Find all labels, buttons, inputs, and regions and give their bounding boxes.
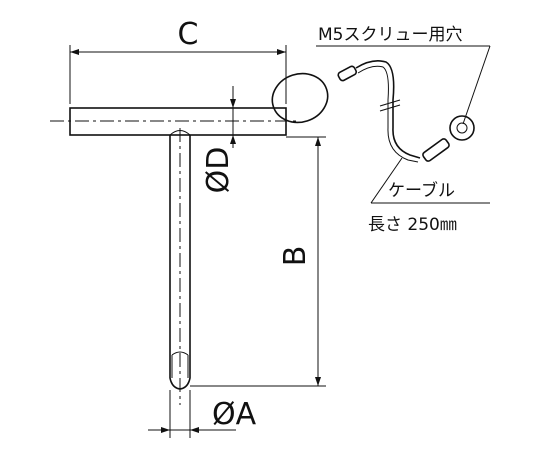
dimension-a: ØA bbox=[148, 390, 257, 438]
crossbar bbox=[50, 107, 300, 136]
dim-a-label: ØA bbox=[212, 397, 257, 432]
cable-label: ケーブル bbox=[388, 180, 455, 201]
dimension-c: C bbox=[69, 17, 287, 104]
dim-c-label: C bbox=[178, 17, 199, 52]
dim-b-label: B bbox=[278, 246, 313, 267]
cable-length-label: 長さ 250㎜ bbox=[368, 215, 457, 235]
dimension-d: ØD bbox=[201, 86, 236, 193]
dimension-b: B bbox=[190, 136, 326, 387]
cable-callout: ケーブル 長さ 250㎜ bbox=[368, 157, 490, 235]
cable-assembly bbox=[271, 60, 475, 163]
screw-hole-callout: M5スクリュー用穴 bbox=[316, 25, 491, 125]
screw-hole-label: M5スクリュー用穴 bbox=[318, 25, 462, 45]
dim-d-label: ØD bbox=[201, 147, 236, 194]
pin-shaft bbox=[169, 128, 191, 405]
